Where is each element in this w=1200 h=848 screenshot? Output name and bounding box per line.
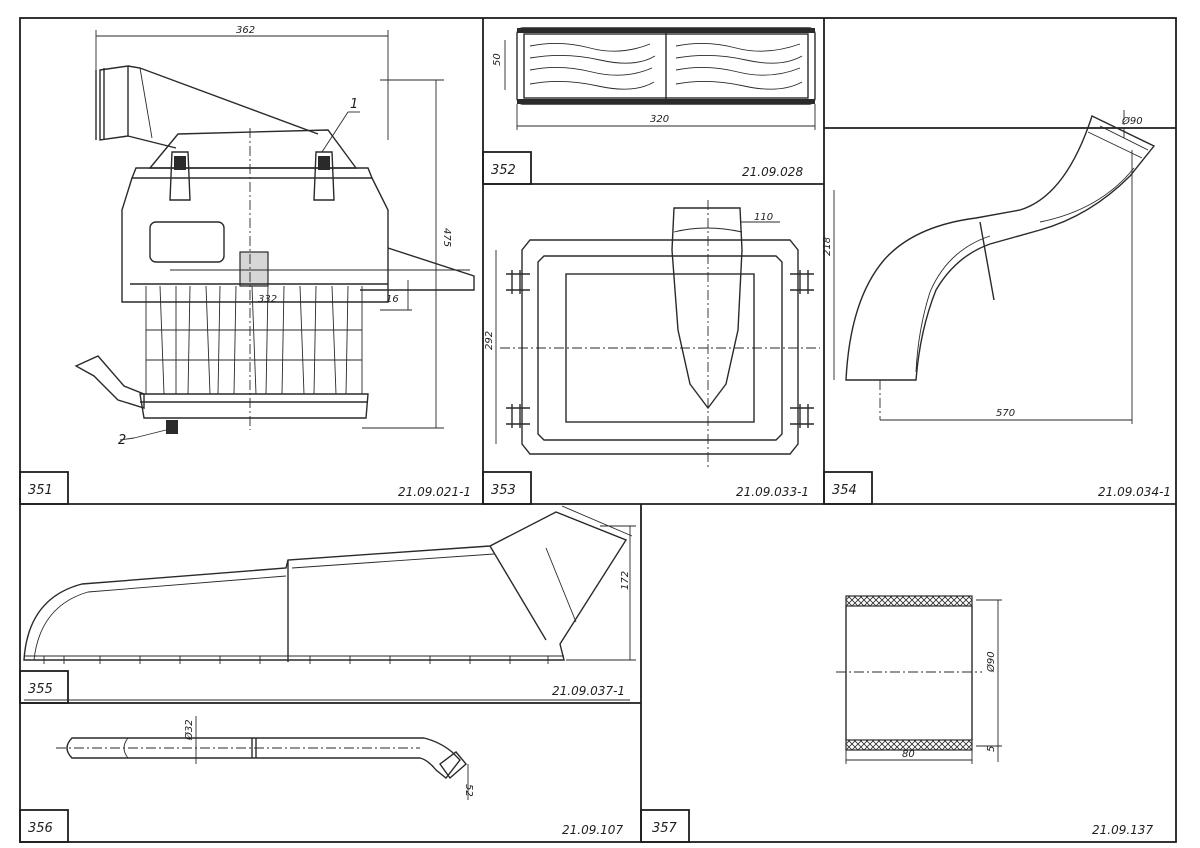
panel-351-number: 351 bbox=[28, 483, 53, 498]
panel-357-sleeve-drawing: Ø90 80 5 bbox=[836, 595, 1002, 764]
dim-80: 80 bbox=[902, 749, 915, 760]
panel-355-number: 355 bbox=[28, 682, 53, 697]
dim-332: 332 bbox=[258, 294, 277, 305]
dim-50: 50 bbox=[492, 53, 503, 66]
panel-354-code: 21.09.034-1 bbox=[1098, 485, 1171, 499]
sheet-frame bbox=[19, 17, 1177, 843]
callout-2: 2 bbox=[118, 433, 126, 448]
panel-351-code: 21.09.021-1 bbox=[398, 485, 471, 499]
panel-352-code: 21.09.028 bbox=[742, 165, 803, 179]
dim-570: 570 bbox=[996, 408, 1015, 419]
panel-353-frame-drawing: 110 292 bbox=[484, 200, 820, 470]
dim-172: 172 bbox=[620, 571, 631, 590]
panel-354-number: 354 bbox=[832, 483, 857, 498]
dim-16: 16 bbox=[386, 294, 399, 305]
dim-110: 110 bbox=[754, 212, 773, 223]
panel-353-code: 21.09.033-1 bbox=[736, 485, 809, 499]
panel-355-long-duct-drawing: 172 bbox=[23, 505, 636, 701]
panel-352-number: 352 bbox=[491, 163, 516, 178]
callout-1: 1 bbox=[350, 97, 358, 112]
panel-354-curved-duct-drawing: Ø90 218 570 bbox=[822, 110, 1156, 424]
dim-diameter-32: Ø32 bbox=[183, 719, 195, 741]
panel-352-filter-element-drawing: 50 320 bbox=[492, 27, 816, 130]
panel-356-number: 356 bbox=[28, 821, 53, 836]
panel-357-number: 357 bbox=[652, 821, 678, 836]
dim-218: 218 bbox=[822, 237, 833, 256]
dim-320: 320 bbox=[650, 114, 669, 125]
dim-52: 52 bbox=[463, 784, 474, 797]
panel-353-number: 353 bbox=[491, 483, 516, 498]
dim-diameter-90: Ø90 bbox=[1121, 115, 1143, 127]
panel-356-code: 21.09.107 bbox=[562, 823, 623, 837]
dim-5: 5 bbox=[986, 746, 997, 752]
dim-362: 362 bbox=[236, 25, 255, 36]
panel-355-code: 21.09.037-1 bbox=[552, 684, 625, 698]
filter-pleats bbox=[145, 285, 363, 395]
panel-351-air-filter-drawing: 362 475 332 16 1 2 bbox=[74, 25, 475, 448]
panel-357-code: 21.09.137 bbox=[1092, 823, 1153, 837]
dim-diameter-90-sleeve: Ø90 bbox=[985, 651, 997, 673]
panel-356-tube-drawing: Ø32 52 bbox=[56, 716, 474, 800]
dim-475: 475 bbox=[441, 228, 452, 247]
dim-292: 292 bbox=[484, 331, 495, 350]
